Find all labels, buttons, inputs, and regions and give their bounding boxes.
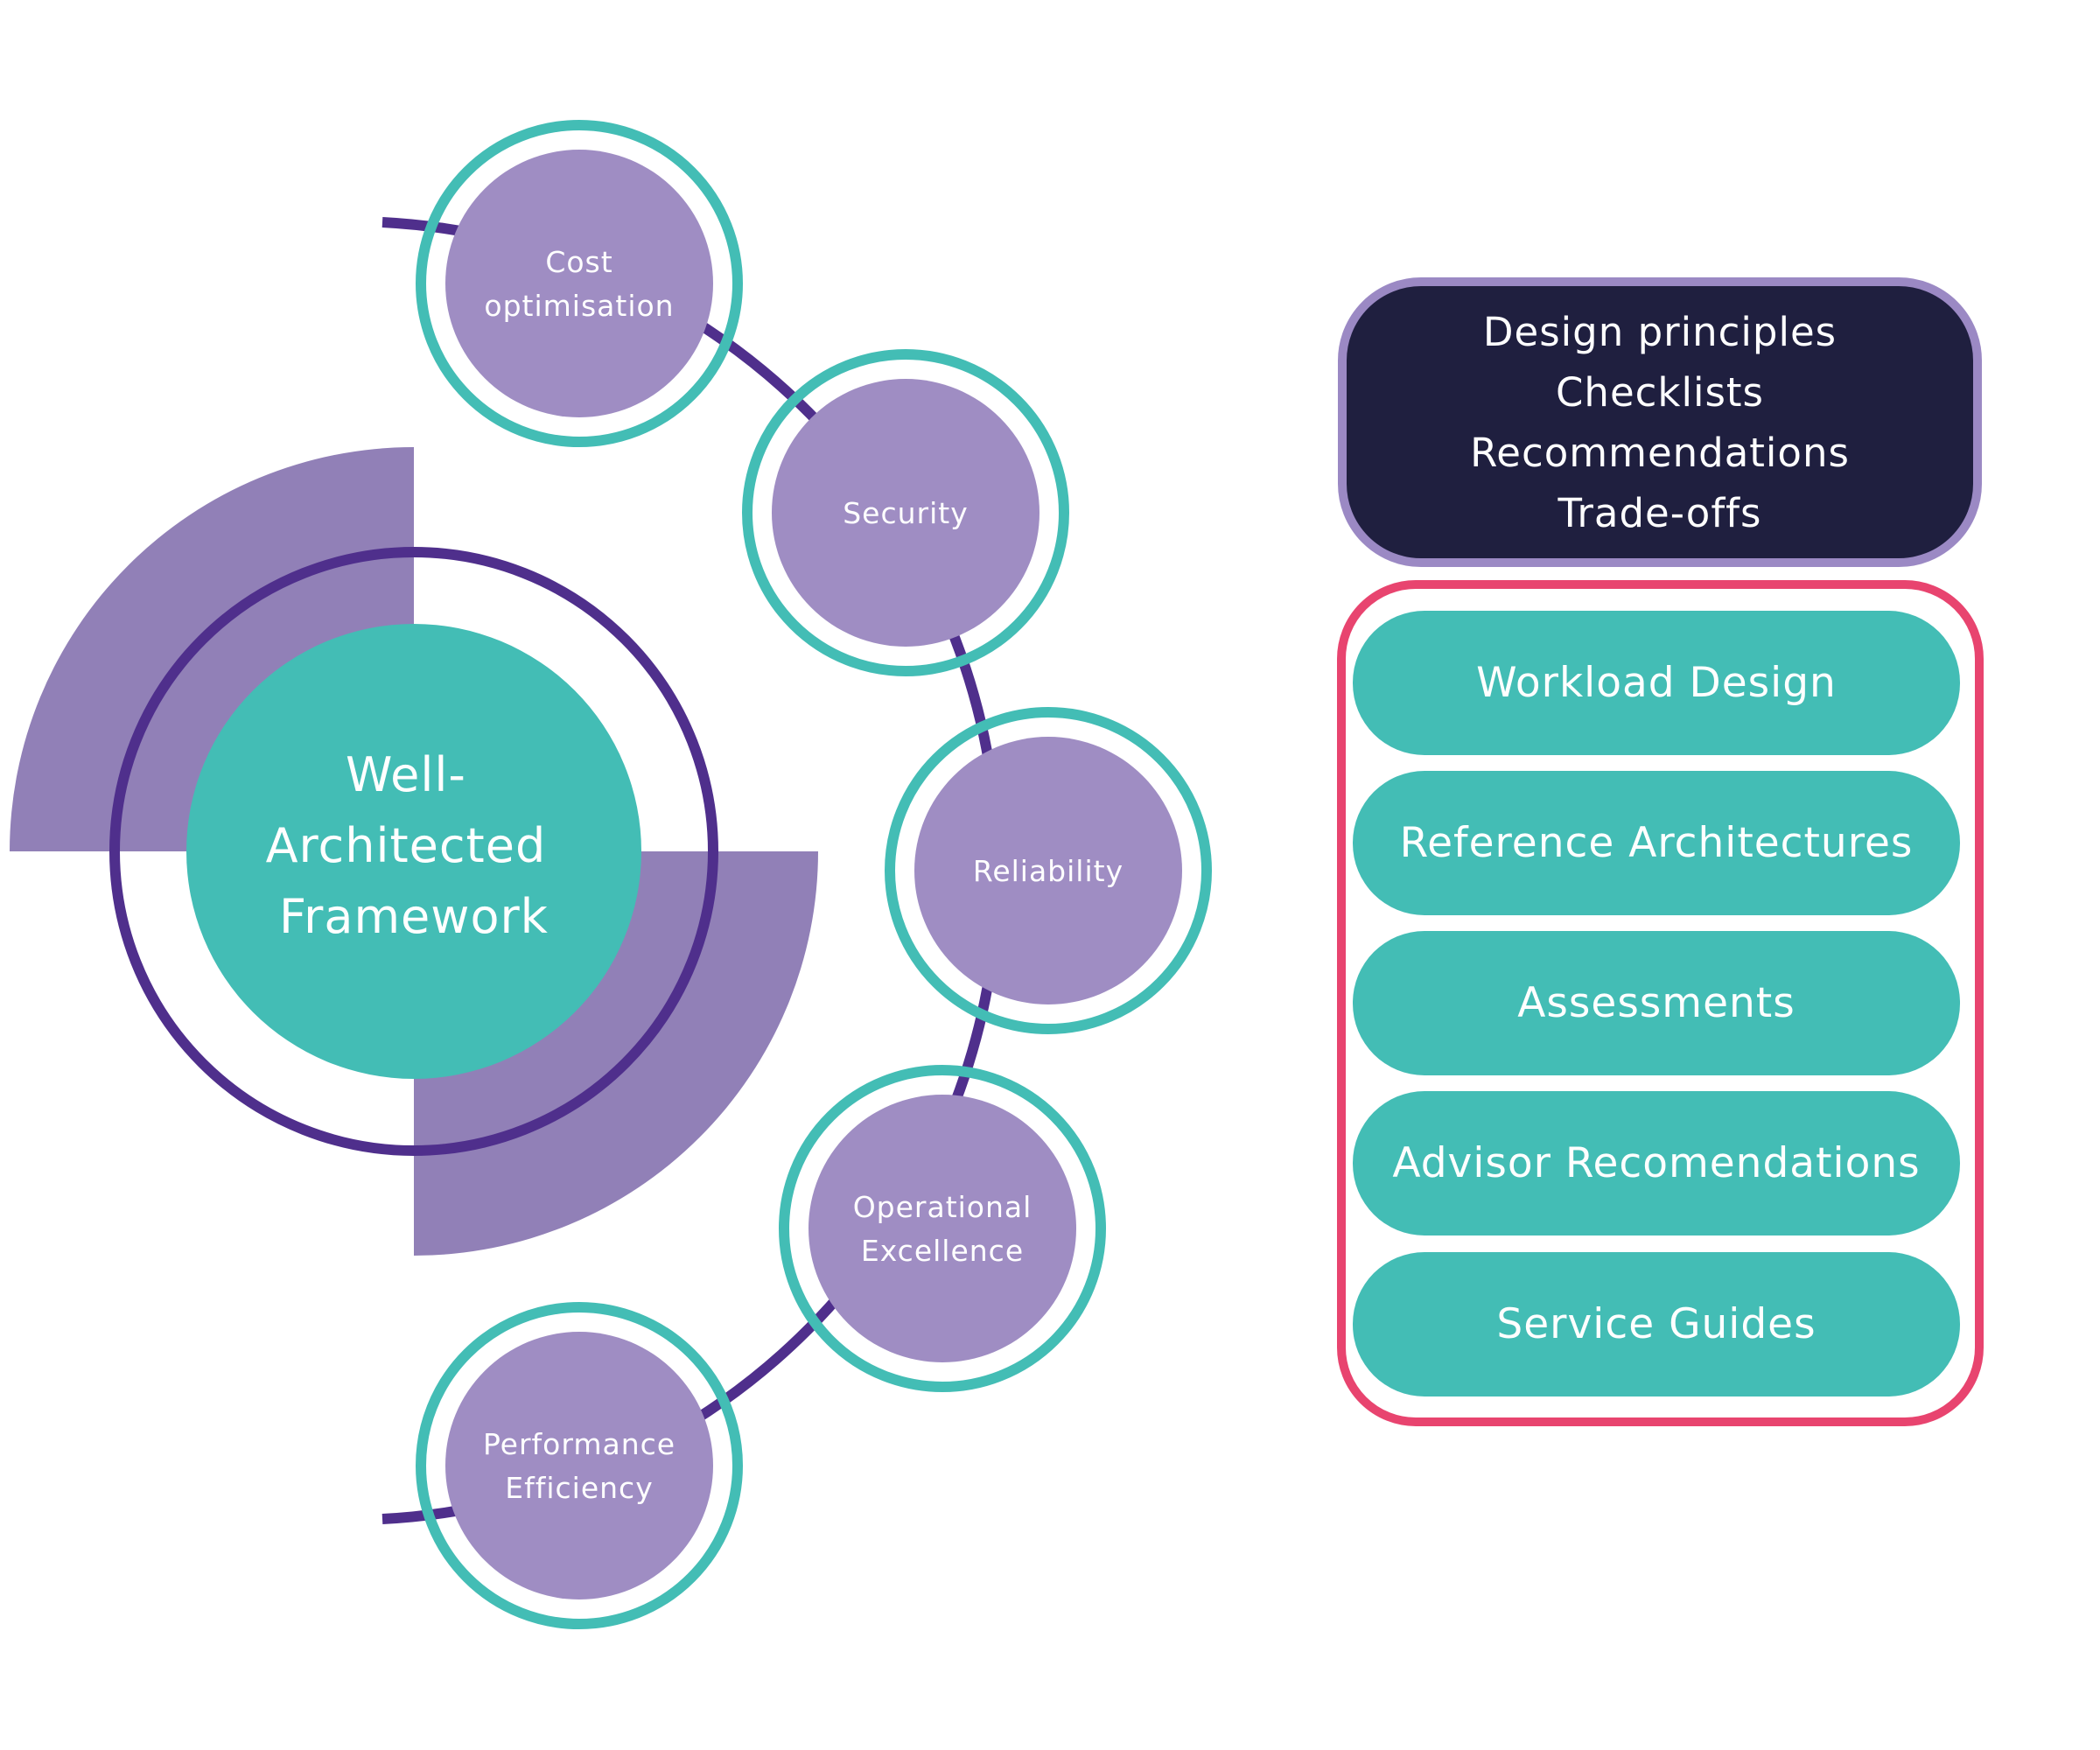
- pillar-ring: [416, 120, 743, 447]
- resource-assessments[interactable]: Assessments: [1353, 931, 1960, 1075]
- guidance-item: Design principles: [1482, 308, 1838, 355]
- pillar-security[interactable]: Security: [742, 349, 1069, 676]
- pillar-label-line: Security: [843, 496, 969, 530]
- center-circle: [186, 624, 641, 1079]
- pillar-circle: [445, 150, 713, 417]
- resource-label: Reference Architectures: [1399, 819, 1914, 867]
- pillar-ring: [885, 707, 1212, 1034]
- resource-reference-architectures[interactable]: Reference Architectures: [1353, 771, 1960, 915]
- resource-label: Service Guides: [1496, 1300, 1816, 1348]
- resources-box: Workload Design Reference Architectures …: [1337, 580, 1984, 1426]
- resource-label: Assessments: [1517, 979, 1796, 1027]
- pillar-label: Security: [843, 496, 969, 530]
- guidance-item: Recommendations: [1470, 429, 1850, 476]
- pillar-label-line: Efficiency: [505, 1471, 653, 1505]
- pillar-reliability[interactable]: Reliability: [885, 707, 1212, 1034]
- pillar-nodes: Cost optimisationSecurityReliabilityOpera…: [416, 120, 1212, 1629]
- resource-advisor-recommendations[interactable]: Advisor Recomendations: [1353, 1091, 1960, 1236]
- pillar-circle: [914, 737, 1182, 1004]
- center-title-line: Well-: [346, 747, 466, 802]
- pillar-ring: [742, 349, 1069, 676]
- guidance-box: Design principles Checklists Recommendat…: [1338, 277, 1982, 567]
- pillar-label-line: Cost: [545, 245, 612, 279]
- pillar-label-line: Operational: [853, 1190, 1032, 1224]
- center-title-line: Framework: [279, 889, 549, 944]
- pillar-circle: [808, 1095, 1076, 1362]
- pillar-ring: [779, 1065, 1106, 1392]
- center-node[interactable]: Well- Architected Framework: [186, 624, 641, 1079]
- pillar-label: Reliability: [973, 854, 1124, 888]
- resource-workload-design[interactable]: Workload Design: [1353, 611, 1960, 755]
- guidance-item: Checklists: [1556, 368, 1764, 416]
- pillar-label-line: Performance: [483, 1427, 676, 1461]
- center-ring: [109, 547, 718, 1156]
- pillar-label-line: Reliability: [973, 854, 1124, 888]
- pillar-label-line: Excellence: [861, 1234, 1024, 1268]
- pillar-ring: [416, 1302, 743, 1629]
- center-title: Well- Architected Framework: [266, 747, 563, 944]
- pillar-circle: [772, 379, 1040, 647]
- resource-label: Advisor Recomendations: [1392, 1139, 1921, 1187]
- pillar-label: Cost optimisation: [484, 245, 674, 323]
- pillar-cost[interactable]: Cost optimisation: [416, 120, 743, 447]
- resource-label: Workload Design: [1476, 659, 1837, 707]
- resource-service-guides[interactable]: Service Guides: [1353, 1252, 1960, 1396]
- center-title-line: Architected: [266, 818, 547, 873]
- pillar-label-line: optimisation: [484, 289, 674, 323]
- pillar-circle: [445, 1332, 713, 1600]
- guidance-item: Trade-offs: [1558, 489, 1762, 536]
